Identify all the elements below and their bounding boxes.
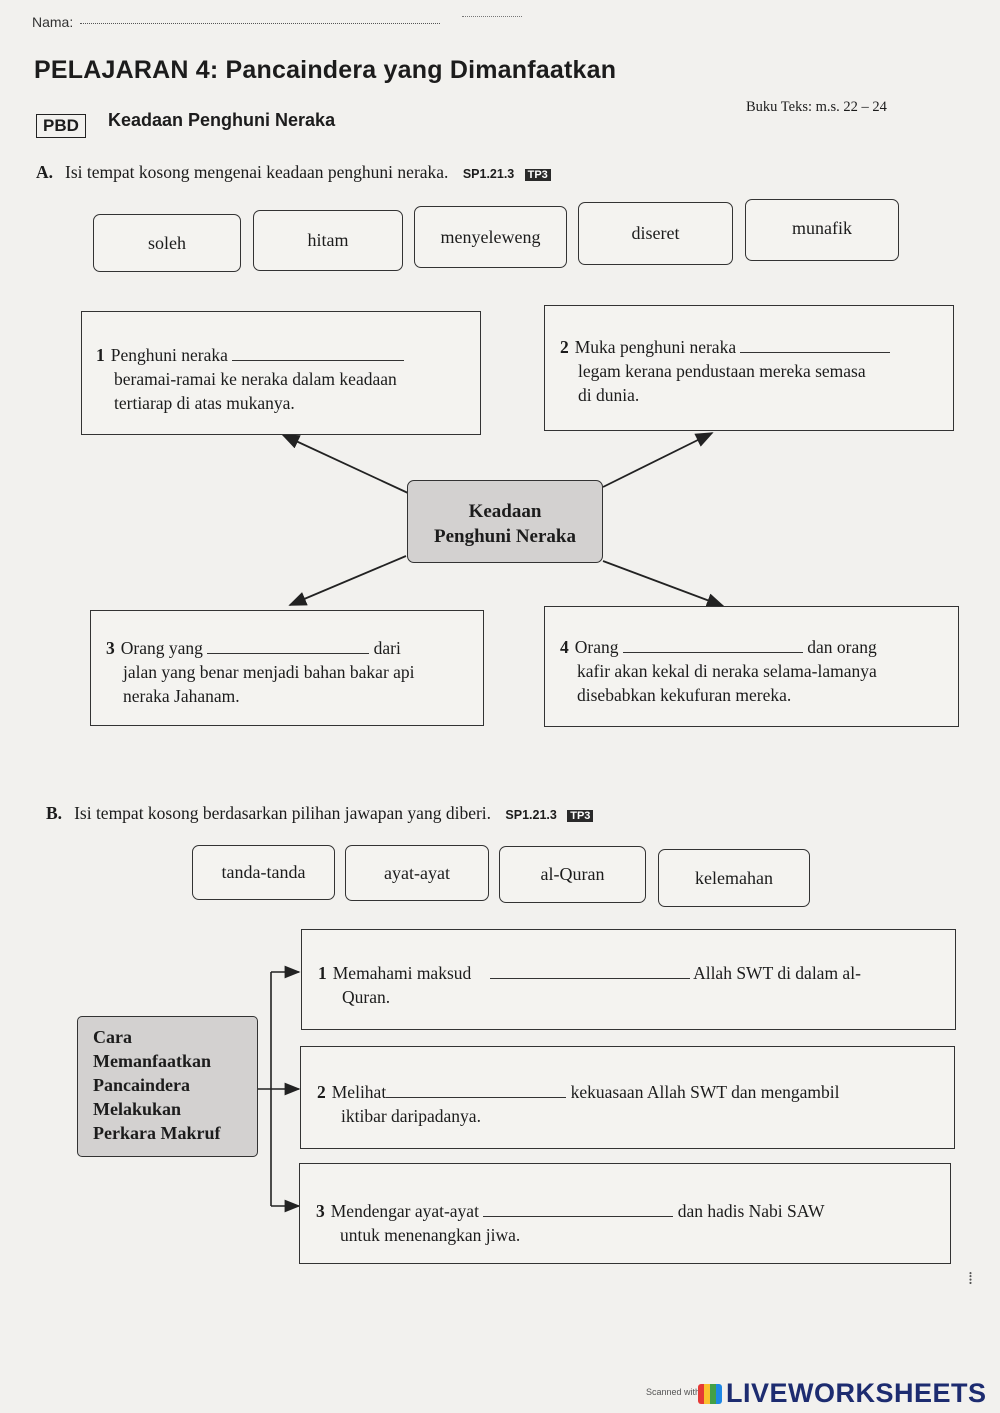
pbd-title: Keadaan Penghuni Neraka (108, 110, 336, 130)
section-b-text: Isi tempat kosong berdasarkan pilihan ja… (74, 803, 492, 823)
answer-blank[interactable] (386, 1079, 567, 1098)
section-b-sp: SP1.21.3 (505, 808, 557, 822)
nama-line (80, 23, 440, 24)
word-option[interactable]: tanda-tanda (192, 845, 335, 900)
scanned-with-text: Scanned with (646, 1387, 701, 1397)
answer-blank[interactable] (489, 960, 690, 979)
answer-blank[interactable] (207, 635, 370, 654)
word-option[interactable]: ayat-ayat (345, 845, 489, 901)
page-title: PELAJARAN 4: Pancaindera yang Dimanfaatk… (34, 56, 617, 84)
word-option[interactable]: kelemahan (658, 849, 810, 907)
answer-blank[interactable] (622, 634, 803, 653)
word-option[interactable]: menyeleweng (414, 206, 567, 268)
section-b-instruction: B. Isi tempat kosong berdasarkan pilihan … (46, 803, 594, 824)
word-option[interactable]: soleh (93, 214, 241, 272)
word-option[interactable]: munafik (745, 199, 899, 261)
side-topic-box: Cara Memanfaatkan Pancaindera Melakukan … (77, 1016, 258, 1157)
liveworksheets-logo: LIVEWORKSHEETS (698, 1378, 987, 1409)
section-b-letter: B. (46, 803, 63, 823)
section-a-sp: SP1.21.3 (462, 167, 515, 181)
mindmap-connectors (281, 432, 725, 608)
section-b-tp-badge: TP3 (567, 810, 594, 822)
nama-label: Nama: (32, 14, 74, 30)
pbd-tag: PBD (36, 114, 86, 138)
margin-mark: ⁞ (968, 1268, 974, 1288)
word-option[interactable]: hitam (253, 210, 403, 271)
word-option[interactable]: diseret (578, 202, 733, 265)
section-a-instruction: A. Isi tempat kosong mengenai keadaan pen… (36, 162, 551, 183)
answer-blank[interactable] (232, 342, 405, 361)
section-a-letter: A. (36, 162, 54, 182)
answer-blank[interactable] (740, 334, 891, 353)
section-a-text: Isi tempat kosong mengenai keadaan pengh… (65, 162, 449, 182)
buku-teks: Buku Teks: m.s. 22 – 24 (746, 99, 887, 115)
faded-dots (462, 16, 522, 17)
section-a-tp-badge: TP3 (524, 169, 551, 181)
liveworksheets-logo-icon (698, 1384, 722, 1404)
word-option[interactable]: al-Quran (499, 846, 646, 903)
answer-blank[interactable] (483, 1198, 674, 1217)
center-topic-box: Keadaan Penghuni Neraka (407, 480, 603, 563)
